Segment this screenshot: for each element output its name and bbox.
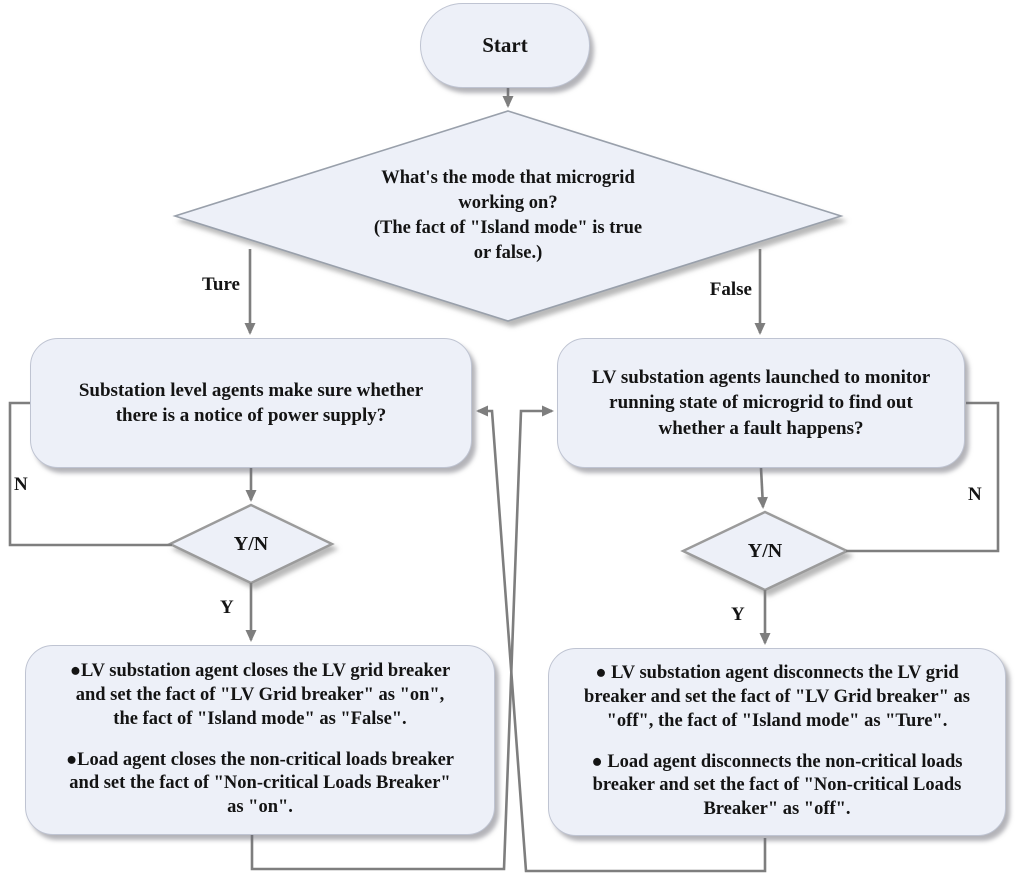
no-label-left: N	[14, 474, 28, 495]
action-disconnect-bullet-2: ● Load agent disconnects the non-critica…	[591, 751, 963, 819]
yn-decision-right-diamond	[680, 510, 850, 592]
start-label: Start	[482, 33, 528, 57]
yes-label-left: Y	[220, 597, 234, 618]
action-disconnect-bullet-1: ● LV substation agent disconnects the LV…	[584, 663, 970, 731]
action-connect-bullet-2: ●Load agent closes the non-critical load…	[65, 749, 454, 817]
edge-no-loop-left	[8, 401, 172, 547]
edge-no-loop-right	[846, 401, 1000, 553]
start-node: Start	[420, 3, 590, 88]
edge-return-connect-to-monitor	[250, 405, 554, 871]
false-branch-label: False	[709, 279, 752, 300]
monitor-fault-text: LV substation agents launched to monitor…	[591, 367, 931, 439]
main-decision-diamond	[172, 110, 844, 322]
yn-decision-left-diamond	[167, 503, 335, 585]
action-connect-bullet-1: ●LV substation agent closes the LV grid …	[69, 661, 451, 729]
no-label-right: N	[968, 484, 982, 505]
action-box-disconnect: ● LV substation agent disconnects the LV…	[548, 648, 1006, 836]
process-box-monitor-fault: LV substation agents launched to monitor…	[557, 338, 965, 468]
edge-monitor-to-yn	[756, 467, 768, 509]
process-box-check-supply: Substation level agents make sure whethe…	[30, 338, 472, 468]
action-box-connect: ●LV substation agent closes the LV grid …	[25, 645, 495, 835]
check-supply-text: Substation level agents make sure whethe…	[78, 379, 424, 426]
true-branch-label: Ture	[201, 274, 240, 295]
edge-return-disconnect-to-supply	[476, 405, 767, 873]
yes-label-right: Y	[731, 604, 745, 625]
